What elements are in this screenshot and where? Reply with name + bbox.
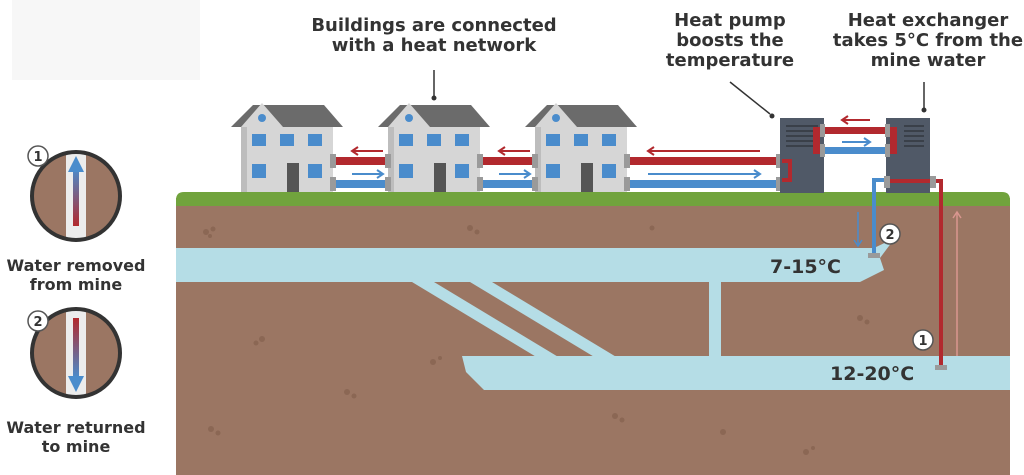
grass-strip	[176, 192, 1010, 206]
heat-exchanger-callout: Heat exchanger takes 5°C from the mine w…	[832, 10, 1024, 71]
pump-exchanger-arrows	[840, 115, 872, 147]
rock-specks	[203, 225, 870, 455]
house-1	[231, 103, 343, 192]
heat-network-pipes	[330, 154, 782, 191]
pump-exchanger-pipes	[813, 124, 897, 157]
mine-flow-arrows	[853, 210, 962, 356]
extraction-marker: 1	[912, 329, 934, 351]
extraction-marker-number: 1	[918, 334, 927, 349]
legend-removed-number-text: 1	[33, 150, 42, 165]
callout-pointers	[431, 70, 927, 119]
mine-water-pipes	[868, 176, 947, 370]
diagonal-tunnel-left	[412, 282, 560, 358]
vertical-shaft-tunnel	[709, 282, 721, 358]
return-marker-number: 2	[885, 228, 894, 243]
house-3	[525, 103, 637, 192]
legend-returned-label: Water returned to mine	[6, 418, 146, 456]
diagonal-tunnel-right	[470, 282, 618, 358]
legend-returned-number: 2	[27, 310, 49, 332]
upper-mine-seam	[176, 238, 895, 282]
legend-returned-icon	[30, 307, 122, 399]
return-marker: 2	[879, 223, 901, 245]
upper-seam-temperature: 7-15°C	[770, 256, 841, 278]
lower-mine-seam	[462, 356, 1010, 390]
ground	[176, 198, 1010, 475]
network-flow-arrows	[350, 146, 762, 179]
legend-removed-number: 1	[27, 145, 49, 167]
heat-pump-callout: Heat pump boosts the temperature	[665, 10, 795, 71]
lower-seam-temperature: 12-20°C	[830, 363, 915, 385]
blank-corner-panel	[12, 0, 200, 80]
house-2	[378, 103, 490, 192]
heat-network-callout: Buildings are connected with a heat netw…	[311, 15, 557, 56]
legend-returned-number-text: 2	[33, 315, 42, 330]
legend-removed-icon	[30, 150, 122, 242]
legend-removed-label: Water removed from mine	[6, 256, 146, 294]
